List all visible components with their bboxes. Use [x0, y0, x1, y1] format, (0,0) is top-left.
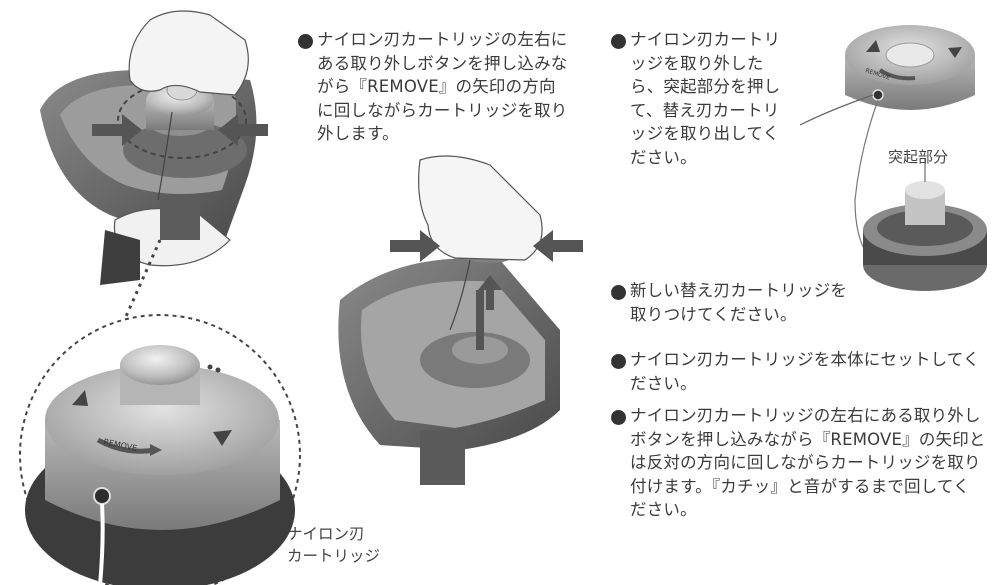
- step-2-text: ナイロン刃カートリッジを取り外したら、突起部分を押して、替え刃カートリッジを取り…: [630, 30, 781, 167]
- cartridge-caption-line2: カートリッジ: [287, 547, 381, 565]
- illustration-step1b: [338, 155, 583, 485]
- step-5-number: 5: [606, 410, 626, 425]
- cartridge-caption: ナイロン刃 カートリッジ: [287, 523, 380, 567]
- illustration-step1: [40, 10, 268, 285]
- step-1-number: 1: [293, 34, 313, 49]
- step-4-text: ナイロン刃カートリッジを本体にセットしてください。: [630, 350, 980, 393]
- step-2-number: 2: [606, 34, 626, 49]
- step-1: 1 ナイロン刃カートリッジの左右にある取り外しボタンを押し込みながら『REMOVE…: [293, 28, 568, 146]
- zoomed-cartridge: [19, 314, 301, 585]
- cartridge-caption-line1: ナイロン刃: [287, 525, 365, 543]
- protrusion-label: 突起部分: [888, 148, 949, 166]
- illustration-step2: [799, 25, 987, 291]
- step-3: 3 新しい替え刃カートリッジを取りつけてください。: [606, 279, 851, 326]
- step-1-text: ナイロン刃カートリッジの左右にある取り外しボタンを押し込みながら『REMOVE』…: [317, 30, 568, 143]
- step-4-number: 4: [606, 354, 626, 369]
- step-3-text: 新しい替え刃カートリッジを取りつけてください。: [630, 281, 848, 324]
- step-3-number: 3: [606, 285, 626, 300]
- step-2: 2 ナイロン刃カートリッジを取り外したら、突起部分を押して、替え刃カートリッジを取…: [606, 28, 781, 169]
- step-5-text: ナイロン刃カートリッジの左右にある取り外しボタンを押し込みながら『REMOVE』…: [630, 406, 986, 519]
- step-5: 5 ナイロン刃カートリッジの左右にある取り外しボタンを押し込みながら『REMOVE…: [606, 404, 986, 522]
- zoom-connector: [118, 239, 162, 331]
- step-4: 4 ナイロン刃カートリッジを本体にセットしてください。: [606, 348, 986, 395]
